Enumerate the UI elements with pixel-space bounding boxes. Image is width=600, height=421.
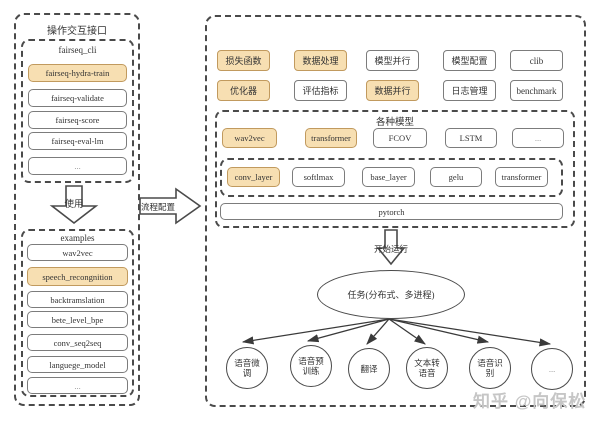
cli-item-fairseq-validate: fairseq-validate (28, 89, 127, 107)
example-item-conv-seq2seq: conv_seq2seq (27, 334, 128, 351)
example-item-languege-model: languege_model (27, 356, 128, 373)
framework-panel (205, 15, 586, 407)
model-wav2vec: wav2vec (222, 128, 277, 148)
interaction-interface-panel (14, 13, 140, 406)
task-text-to-speech: 文本转语音 (406, 347, 448, 389)
layer-transformer: transformer (495, 167, 548, 187)
module-data-parallel: 数据并行 (366, 80, 419, 101)
examples-group-title: examples (60, 233, 95, 243)
interaction-interface-title: 操作交互接口 (47, 26, 107, 37)
models-group-title: 各种模型 (375, 118, 414, 128)
run-arrow-label: 开始运行 (373, 244, 408, 254)
layer-softlmax: softlmax (292, 167, 345, 187)
zhihu-watermark: 知乎 @向保松 (473, 392, 587, 411)
model-lstm: LSTM (445, 128, 497, 148)
model-fcov: FCOV (373, 128, 427, 148)
example-item-ellipsis: ... (27, 377, 128, 394)
module-data-processing: 数据处理 (294, 50, 347, 71)
cli-item-fairseq-hydra-train: fairseq-hydra-train (28, 64, 127, 82)
layer-gelu: gelu (430, 167, 482, 187)
example-item-speech-recongnition: speech_recongnition (27, 267, 128, 286)
examples-group (21, 229, 134, 397)
models-group (215, 110, 575, 228)
module-log-management: 日志管理 (443, 80, 496, 101)
cli-item-fairseq-eval-lm: fairseq-eval-lm (28, 132, 127, 150)
pytorch-bar: pytorch (220, 203, 563, 220)
cli-item-fairseq-score: fairseq-score (28, 111, 127, 129)
fairseq-cli-group-title: fairseq_cli (58, 45, 97, 55)
layers-group (220, 158, 563, 197)
cli-item-ellipsis: ... (28, 157, 127, 175)
module-loss-function: 损失函数 (217, 50, 270, 71)
task-speech-finetune: 语音微调 (226, 347, 268, 389)
use-arrow-label: 使用 (64, 200, 84, 210)
layer-conv-layer: conv_layer (227, 167, 280, 187)
model-transformer: transformer (305, 128, 357, 148)
example-item-wav2vec: wav2vec (27, 244, 128, 261)
model-ellipsis: ... (512, 128, 564, 148)
use-arrow-shape (49, 185, 99, 225)
module-benchmark: benchmark (510, 80, 563, 101)
task-speech-recognition: 语音识别 (469, 347, 511, 389)
module-model-parallel: 模型并行 (366, 50, 419, 71)
module-model-config: 模型配置 (443, 50, 496, 71)
module-clib: clib (510, 50, 563, 71)
task-translation: 翻译 (348, 348, 390, 390)
flow-config-arrow-shape (139, 187, 202, 225)
example-item-backtramslation: backtramslation (27, 291, 128, 308)
example-item-bete-level-bpe: bete_level_bpe (27, 311, 128, 328)
flow-config-arrow-label: 流程配置 (140, 202, 175, 212)
task-ellipse: 任务(分布式、多进程) (317, 270, 465, 319)
module-optimizer: 优化器 (217, 80, 270, 101)
task-ellipsis: ... (531, 348, 573, 390)
task-speech-pretrain: 语音预训练 (290, 345, 332, 387)
fairseq-cli-group (21, 39, 134, 183)
run-arrow-shape (376, 229, 406, 266)
layer-base-layer: base_layer (362, 167, 415, 187)
module-eval-metrics: 评估指标 (294, 80, 347, 101)
